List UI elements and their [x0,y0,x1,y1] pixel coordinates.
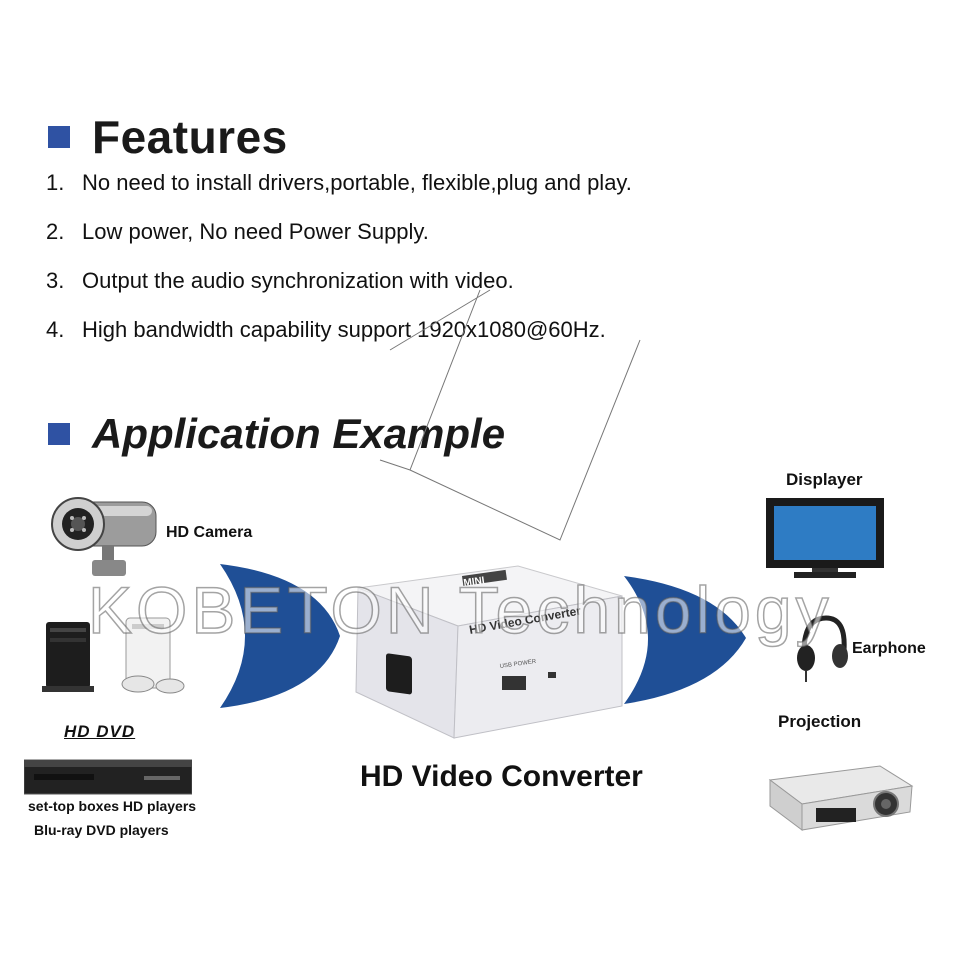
bluray-label: Blu-ray DVD players [34,822,169,838]
set-top-label: set-top boxes HD players [28,798,197,814]
usb-power-label: USB POWER [499,659,537,670]
hd-video-converter-device: MINI HD Video Converter USB POWER [355,565,623,739]
feature-item: 1.No need to install drivers,portable, f… [46,170,632,195]
square-bullet-icon [48,126,70,148]
earphone-label: Earphone [852,640,926,657]
square-bullet-icon [48,423,70,445]
features-heading: Features [48,110,288,164]
set-top-box-icon [24,759,192,795]
game-console-icon [42,617,185,694]
displayer-label: Displayer [786,470,863,489]
hd-camera-label: HD Camera [166,524,253,541]
input-arrow-icon [220,564,340,708]
hd-dvd-logo: HD DVD [64,722,136,741]
projection-label: Projection [778,712,862,731]
monitor-icon [766,498,884,578]
features-list: 1.No need to install drivers,portable, f… [46,166,632,362]
converter-brand: MINI [463,575,486,589]
converter-title: HD Video Converter [360,760,643,793]
earphone-icon [797,615,848,682]
application-title: Application Example [92,410,506,457]
feature-item: 2.Low power, No need Power Supply. [46,219,429,244]
projector-icon [768,765,914,831]
feature-item: 4.High bandwidth capability support 1920… [46,317,606,342]
sketch-lines [379,289,641,541]
hd-camera-icon [51,497,157,576]
output-arrow-icon [624,576,746,704]
application-heading: Application Example [48,410,505,458]
feature-item: 3.Output the audio synchronization with … [46,268,514,293]
features-title: Features [92,111,288,163]
